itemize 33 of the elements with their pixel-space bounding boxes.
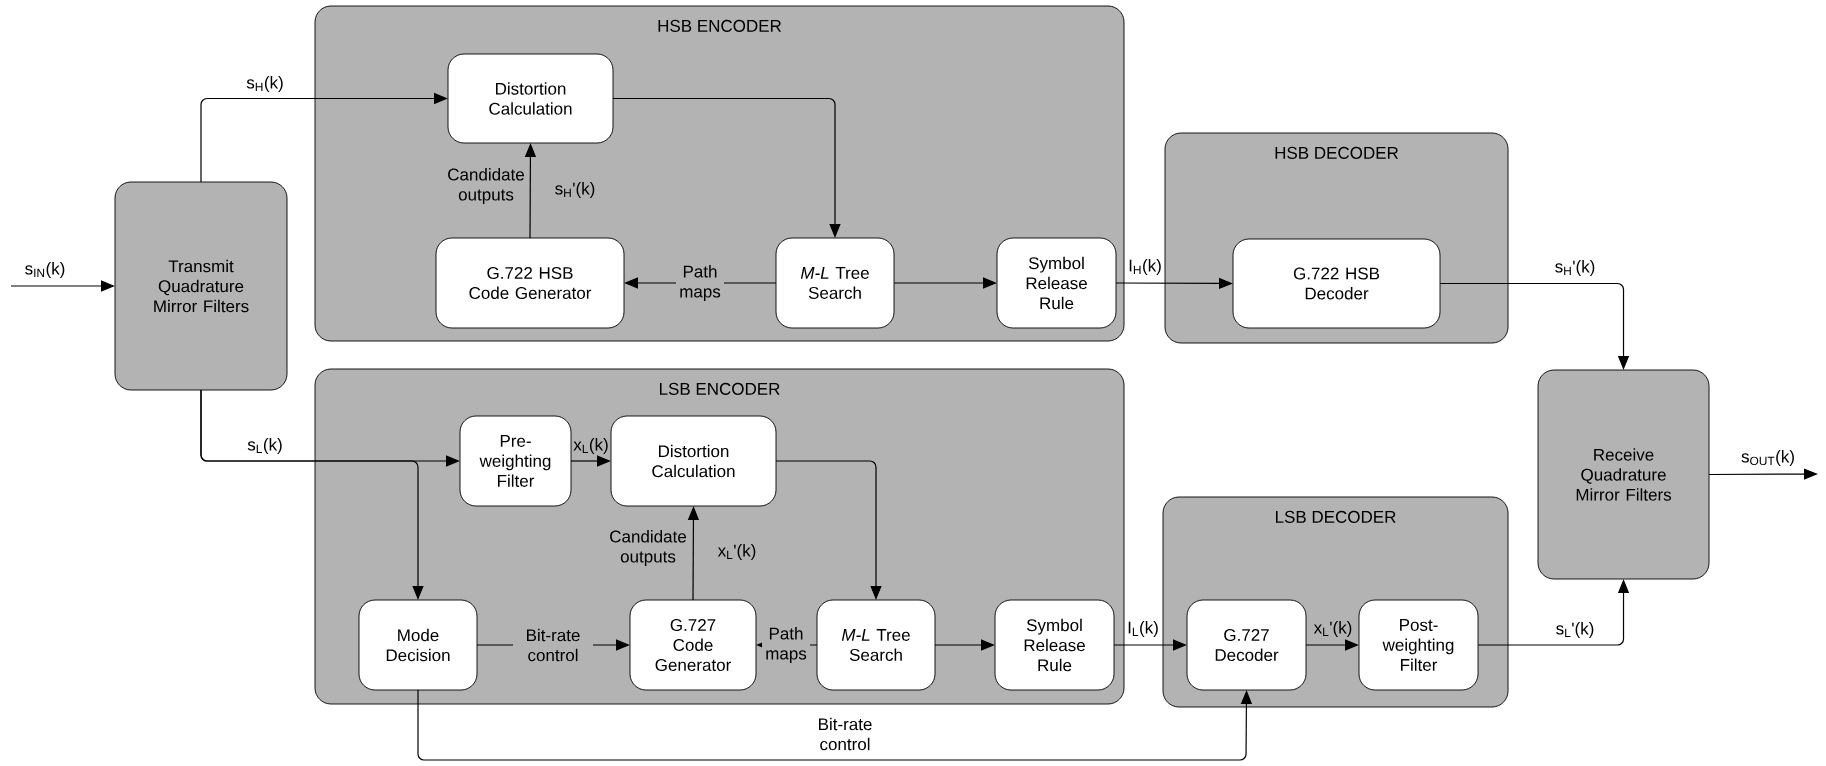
edge-label: s$_{OUT}$(k) xyxy=(1740,449,1796,467)
note-label: Candidate outputs xyxy=(610,530,686,566)
process-box: G.727 Decoder xyxy=(1186,599,1307,691)
edge-label: s$_{H}$(k) xyxy=(245,75,285,93)
process-box: Pre-weighting Filter xyxy=(459,415,572,507)
edge-label: Path maps xyxy=(762,626,810,664)
edge-label: Path maps xyxy=(676,264,724,302)
process-box: Mode Decision xyxy=(358,599,478,691)
process-box: Symbol Release Rule xyxy=(996,237,1117,329)
edge-label: Bit-rate control xyxy=(513,627,593,663)
process-box: M-L Tree Search xyxy=(816,599,936,691)
edge-label: x$_{L}$'(k) xyxy=(716,543,758,561)
process-box: Symbol Release Rule xyxy=(994,599,1115,691)
process-box: Distortion Calculation xyxy=(610,415,777,507)
process-box: G.722 HSB Decoder xyxy=(1232,238,1441,329)
edge-label: s$_{H}$'(k) xyxy=(553,181,597,199)
process-box: M-L Tree Search xyxy=(775,237,895,329)
edge-label: s$_{L}$'(k) xyxy=(1554,621,1596,639)
process-box: Distortion Calculation xyxy=(447,53,614,144)
process-box: Receive Quadrature Mirror Filters xyxy=(1537,369,1710,580)
edge-label: I$_{L}$(k) xyxy=(1126,620,1160,638)
edge-label: s$_{IN}$(k) xyxy=(23,261,67,279)
edge-label: Bit-rate control xyxy=(805,716,885,752)
edge-label: s$_{L}$(k) xyxy=(246,437,284,455)
note-label: Candidate outputs xyxy=(448,168,524,204)
process-box: G.722 HSB Code Generator xyxy=(435,237,625,329)
process-box: Post-weighting Filter xyxy=(1358,599,1479,691)
edge-label: I$_{H}$(k) xyxy=(1127,258,1163,276)
process-box: G.727 Code Generator xyxy=(629,599,757,691)
edge-label: x$_{L}$(k) xyxy=(572,437,610,455)
process-box: Transmit Quadrature Mirror Filters xyxy=(114,181,288,391)
edge-label: s$_{H}$'(k) xyxy=(1553,259,1597,277)
edge-label: x$_{L}$'(k) xyxy=(1312,620,1354,638)
